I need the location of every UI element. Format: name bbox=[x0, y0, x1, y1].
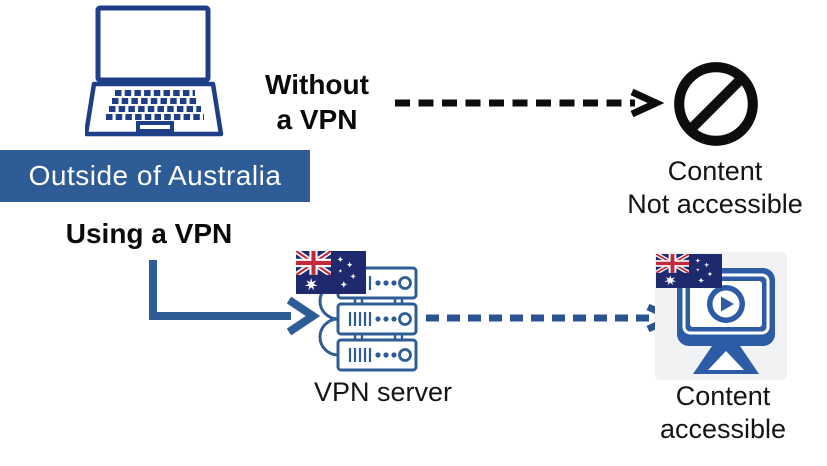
content-not-accessible-label: Content Not accessible bbox=[627, 156, 803, 219]
without-vpn-label: Without a VPN bbox=[265, 69, 369, 135]
australia-flag-icon bbox=[656, 254, 722, 288]
without-vpn-arrow bbox=[395, 89, 665, 117]
vpn-to-content-arrow bbox=[426, 304, 680, 332]
australia-flag-icon bbox=[296, 251, 366, 294]
region-banner-label: Outside of Australia bbox=[28, 160, 282, 191]
content-accessible-label: Content accessible bbox=[659, 381, 787, 444]
vpn-arrow bbox=[149, 260, 320, 336]
vpn-server-label: VPN server bbox=[313, 377, 453, 407]
blocked-icon bbox=[674, 62, 758, 146]
laptop-icon bbox=[85, 5, 224, 137]
region-banner: Outside of Australia bbox=[0, 150, 310, 202]
using-vpn-label: Using a VPN bbox=[65, 218, 233, 249]
